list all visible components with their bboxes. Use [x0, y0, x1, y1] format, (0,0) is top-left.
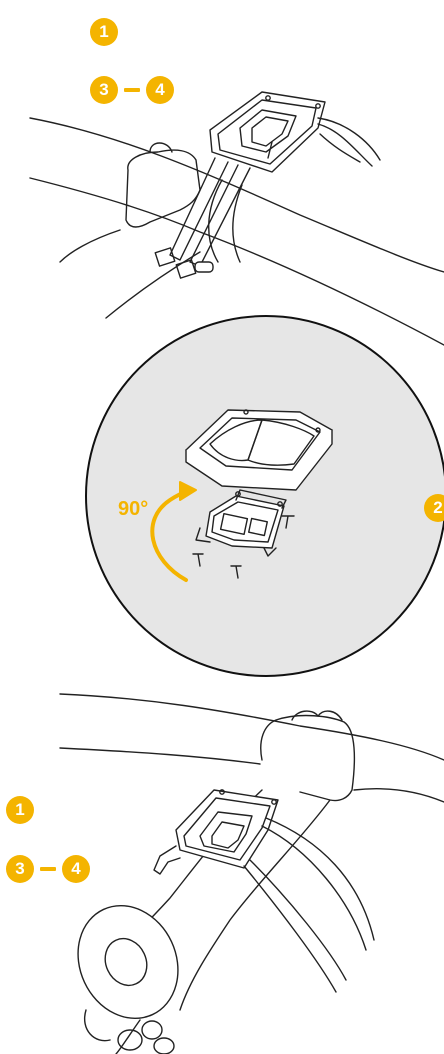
range-dash-bottom: [40, 867, 56, 871]
handlebar-mount-top: [29, 91, 444, 346]
handlebar-edge-lower: [29, 177, 444, 346]
step-badge-middle-2: 2: [424, 494, 444, 522]
stem-mount-bottom: [59, 693, 444, 1054]
step-badge-top-1: 1: [90, 18, 118, 46]
cable-tie-long-a: [265, 817, 375, 941]
handlebar-upper-edge: [59, 693, 444, 761]
screw-2: [192, 553, 204, 567]
step-badge-bottom-4: 4: [62, 855, 90, 883]
rotation-angle-label: 90°: [118, 498, 149, 520]
stem-clamp-bottom: [260, 714, 356, 802]
range-dash-top: [124, 88, 140, 92]
handlebar-lower-edge: [59, 747, 261, 765]
cable-tie-long-b: [249, 859, 347, 981]
step-badge-top-4: 4: [146, 76, 174, 104]
screw-1: [281, 515, 295, 529]
computer-cradle: [185, 409, 333, 491]
stem-tube-lower: [179, 799, 331, 1011]
detail-rotation: [85, 315, 444, 677]
steerer-cap: [77, 904, 179, 1020]
mounting-bracket: [192, 489, 295, 579]
strap-buckle-left: [154, 247, 176, 267]
cable-tie-loop-a: [317, 117, 381, 161]
step-badge-bottom-3: 3: [6, 855, 34, 883]
mount-base-bottom: [175, 789, 279, 869]
strap-left: [169, 157, 229, 261]
step-badge-top-3: 3: [90, 76, 118, 104]
mount-base-top: [209, 91, 326, 173]
strap-buckle-right: [175, 259, 197, 279]
handlebar-edge-upper: [29, 117, 444, 273]
step-badge-bottom-1: 1: [6, 796, 34, 824]
screw-3: [230, 565, 242, 579]
